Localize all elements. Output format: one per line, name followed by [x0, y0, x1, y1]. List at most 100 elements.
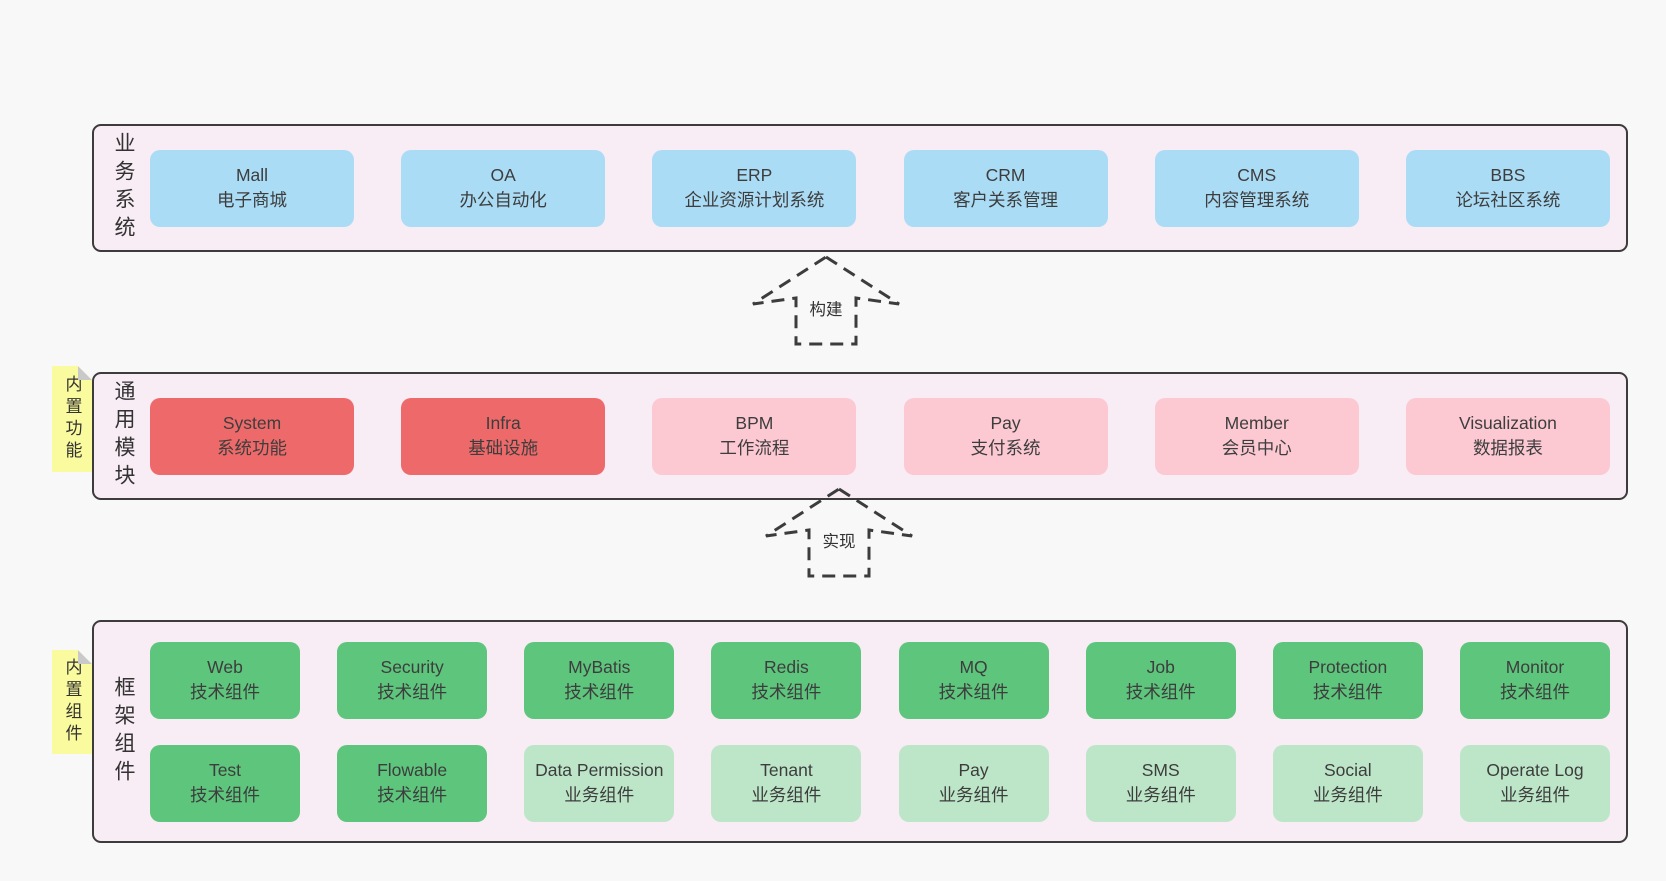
component-box: Test 技术组件 — [150, 744, 300, 822]
component-desc: 技术组件 — [377, 785, 448, 805]
implement-arrow: 实现 — [763, 486, 915, 580]
component-box: Protection 技术组件 — [1272, 641, 1423, 719]
component-desc: 技术组件 — [1125, 682, 1196, 702]
layer-label-common-modules: 通用模块 — [112, 380, 135, 492]
component-box: MQ 技术组件 — [898, 641, 1049, 719]
component-desc: 业务组件 — [1312, 785, 1383, 805]
component-name: Visualization — [1458, 412, 1557, 433]
component-desc: 论坛社区系统 — [1455, 190, 1561, 210]
component-name: Protection — [1308, 656, 1388, 677]
build-arrow-label: 构建 — [805, 295, 847, 321]
component-desc: 技术组件 — [377, 682, 448, 702]
component-name: Test — [208, 759, 242, 780]
component-name: Data Permission — [535, 759, 664, 780]
component-name: Flowable — [377, 759, 448, 780]
component-desc: 系统功能 — [217, 438, 287, 458]
component-desc: 业务组件 — [751, 785, 822, 805]
component-name: SMS — [1141, 759, 1180, 780]
component-box: Visualization 数据报表 — [1405, 397, 1610, 475]
component-desc: 业务组件 — [1125, 785, 1196, 805]
sticky-note-builtin-features-text: 内置功能 — [62, 375, 82, 463]
implement-arrow-label: 实现 — [818, 527, 860, 553]
component-name: Member — [1224, 412, 1289, 433]
component-box: SMS 业务组件 — [1085, 744, 1236, 822]
component-desc: 技术组件 — [751, 682, 822, 702]
component-desc: 技术组件 — [564, 682, 635, 702]
component-desc: 电子商城 — [217, 190, 287, 210]
framework-components-row-2: Test 技术组件 Flowable 技术组件 Data Permission … — [150, 744, 1610, 822]
component-box: BBS 论坛社区系统 — [1405, 149, 1610, 227]
component-name: Redis — [764, 656, 809, 677]
component-desc: 业务组件 — [1499, 785, 1570, 805]
component-box: Member 会员中心 — [1154, 397, 1359, 475]
component-box: Infra 基础设施 — [401, 397, 606, 475]
component-box: Social 业务组件 — [1272, 744, 1423, 822]
component-name: Web — [207, 656, 243, 677]
component-desc: 数据报表 — [1472, 438, 1543, 458]
component-box: Monitor 技术组件 — [1459, 641, 1610, 719]
sticky-note-builtin-features: 内置功能 — [52, 366, 92, 472]
component-box: CRM 客户关系管理 — [903, 149, 1108, 227]
component-name: CMS — [1237, 164, 1277, 185]
component-box: BPM 工作流程 — [652, 397, 857, 475]
dashed-up-arrow-icon — [752, 255, 900, 346]
component-desc: 支付系统 — [970, 438, 1041, 458]
common-modules-row: System 系统功能 Infra 基础设施 BPM 工作流程 Pay 支付系统… — [150, 397, 1610, 475]
component-desc: 业务组件 — [938, 785, 1009, 805]
component-desc: 技术组件 — [190, 682, 260, 702]
component-name: Job — [1146, 656, 1175, 677]
layer-framework-components: 框架组件 Web 技术组件 Security 技术组件 MyBatis 技术组件… — [92, 620, 1628, 843]
layer-label-framework-components: 框架组件 — [112, 675, 135, 788]
component-box: Security 技术组件 — [337, 641, 488, 719]
component-name: Mall — [235, 164, 269, 185]
component-desc: 基础设施 — [468, 438, 539, 458]
component-desc: 办公自动化 — [459, 190, 547, 210]
component-name: MyBatis — [568, 656, 631, 677]
component-desc: 技术组件 — [1499, 682, 1570, 702]
component-desc: 会员中心 — [1221, 438, 1292, 458]
component-box: Data Permission 业务组件 — [524, 744, 675, 822]
component-box: Job 技术组件 — [1085, 641, 1236, 719]
component-name: Monitor — [1505, 656, 1565, 677]
component-box: Flowable 技术组件 — [337, 744, 488, 822]
component-box: Redis 技术组件 — [711, 641, 862, 719]
component-box: Web 技术组件 — [150, 641, 300, 719]
component-box: Tenant 业务组件 — [711, 744, 862, 822]
component-name: BPM — [735, 412, 774, 433]
layer-common-modules: 通用模块 System 系统功能 Infra 基础设施 BPM 工作流程 Pay… — [92, 372, 1628, 500]
framework-components-row-1: Web 技术组件 Security 技术组件 MyBatis 技术组件 Redi… — [150, 641, 1610, 719]
layer-business-systems: 业务系统 Mall 电子商城 OA 办公自动化 ERP 企业资源计划系统 CRM… — [92, 124, 1628, 252]
dashed-up-arrow-icon — [765, 487, 913, 578]
component-name: Security — [380, 656, 444, 677]
sticky-note-builtin-components-text: 内置组件 — [62, 658, 82, 746]
component-name: MQ — [959, 656, 988, 677]
component-desc: 技术组件 — [938, 682, 1009, 702]
component-name: Infra — [485, 412, 521, 433]
component-name: OA — [490, 164, 516, 185]
component-box: Mall 电子商城 — [150, 149, 354, 227]
component-box: ERP 企业资源计划系统 — [652, 149, 857, 227]
sticky-note-builtin-components: 内置组件 — [52, 650, 92, 754]
component-name: Operate Log — [1486, 759, 1584, 780]
component-box: Operate Log 业务组件 — [1459, 744, 1610, 822]
component-desc: 技术组件 — [190, 785, 260, 805]
component-name: ERP — [736, 164, 773, 185]
component-name: Tenant — [760, 759, 813, 780]
component-box: CMS 内容管理系统 — [1154, 149, 1359, 227]
component-desc: 工作流程 — [719, 438, 790, 458]
component-box: Pay 业务组件 — [898, 744, 1049, 822]
component-desc: 内容管理系统 — [1204, 190, 1310, 210]
component-desc: 业务组件 — [564, 785, 635, 805]
component-name: CRM — [985, 164, 1026, 185]
component-box: Pay 支付系统 — [903, 397, 1108, 475]
component-desc: 技术组件 — [1312, 682, 1383, 702]
component-box: MyBatis 技术组件 — [524, 641, 675, 719]
business-systems-row: Mall 电子商城 OA 办公自动化 ERP 企业资源计划系统 CRM 客户关系… — [150, 149, 1610, 227]
build-arrow: 构建 — [750, 254, 902, 348]
component-desc: 客户关系管理 — [953, 190, 1059, 210]
component-name: System — [222, 412, 282, 433]
component-name: Pay — [958, 759, 989, 780]
component-name: Pay — [990, 412, 1021, 433]
component-box: System 系统功能 — [150, 397, 354, 475]
